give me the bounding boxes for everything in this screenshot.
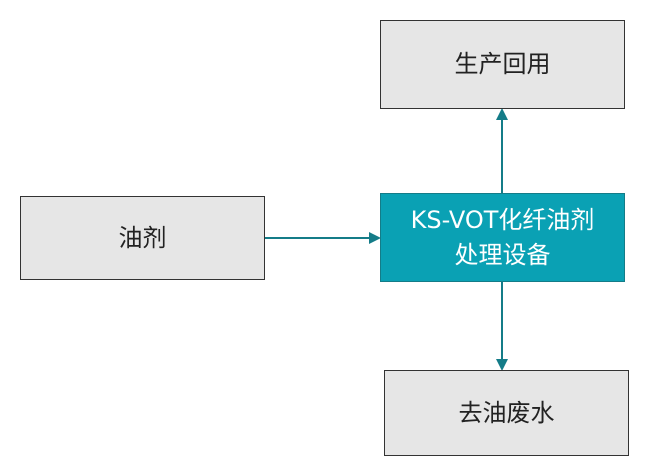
node-production-reuse: 生产回用 bbox=[380, 20, 625, 109]
node-deoiled-wastewater-label: 去油废水 bbox=[458, 398, 555, 427]
node-production-reuse-label: 生产回用 bbox=[454, 50, 551, 79]
node-processing-equipment: KS-VOT化纤油剂 处理设备 bbox=[380, 193, 625, 282]
node-processing-equipment-line2: 处理设备 bbox=[454, 240, 551, 269]
node-oil-agent: 油剂 bbox=[20, 196, 265, 280]
node-oil-agent-label: 油剂 bbox=[118, 223, 167, 252]
node-processing-equipment-line1: KS-VOT化纤油剂 bbox=[410, 205, 595, 234]
node-deoiled-wastewater: 去油废水 bbox=[384, 370, 629, 456]
